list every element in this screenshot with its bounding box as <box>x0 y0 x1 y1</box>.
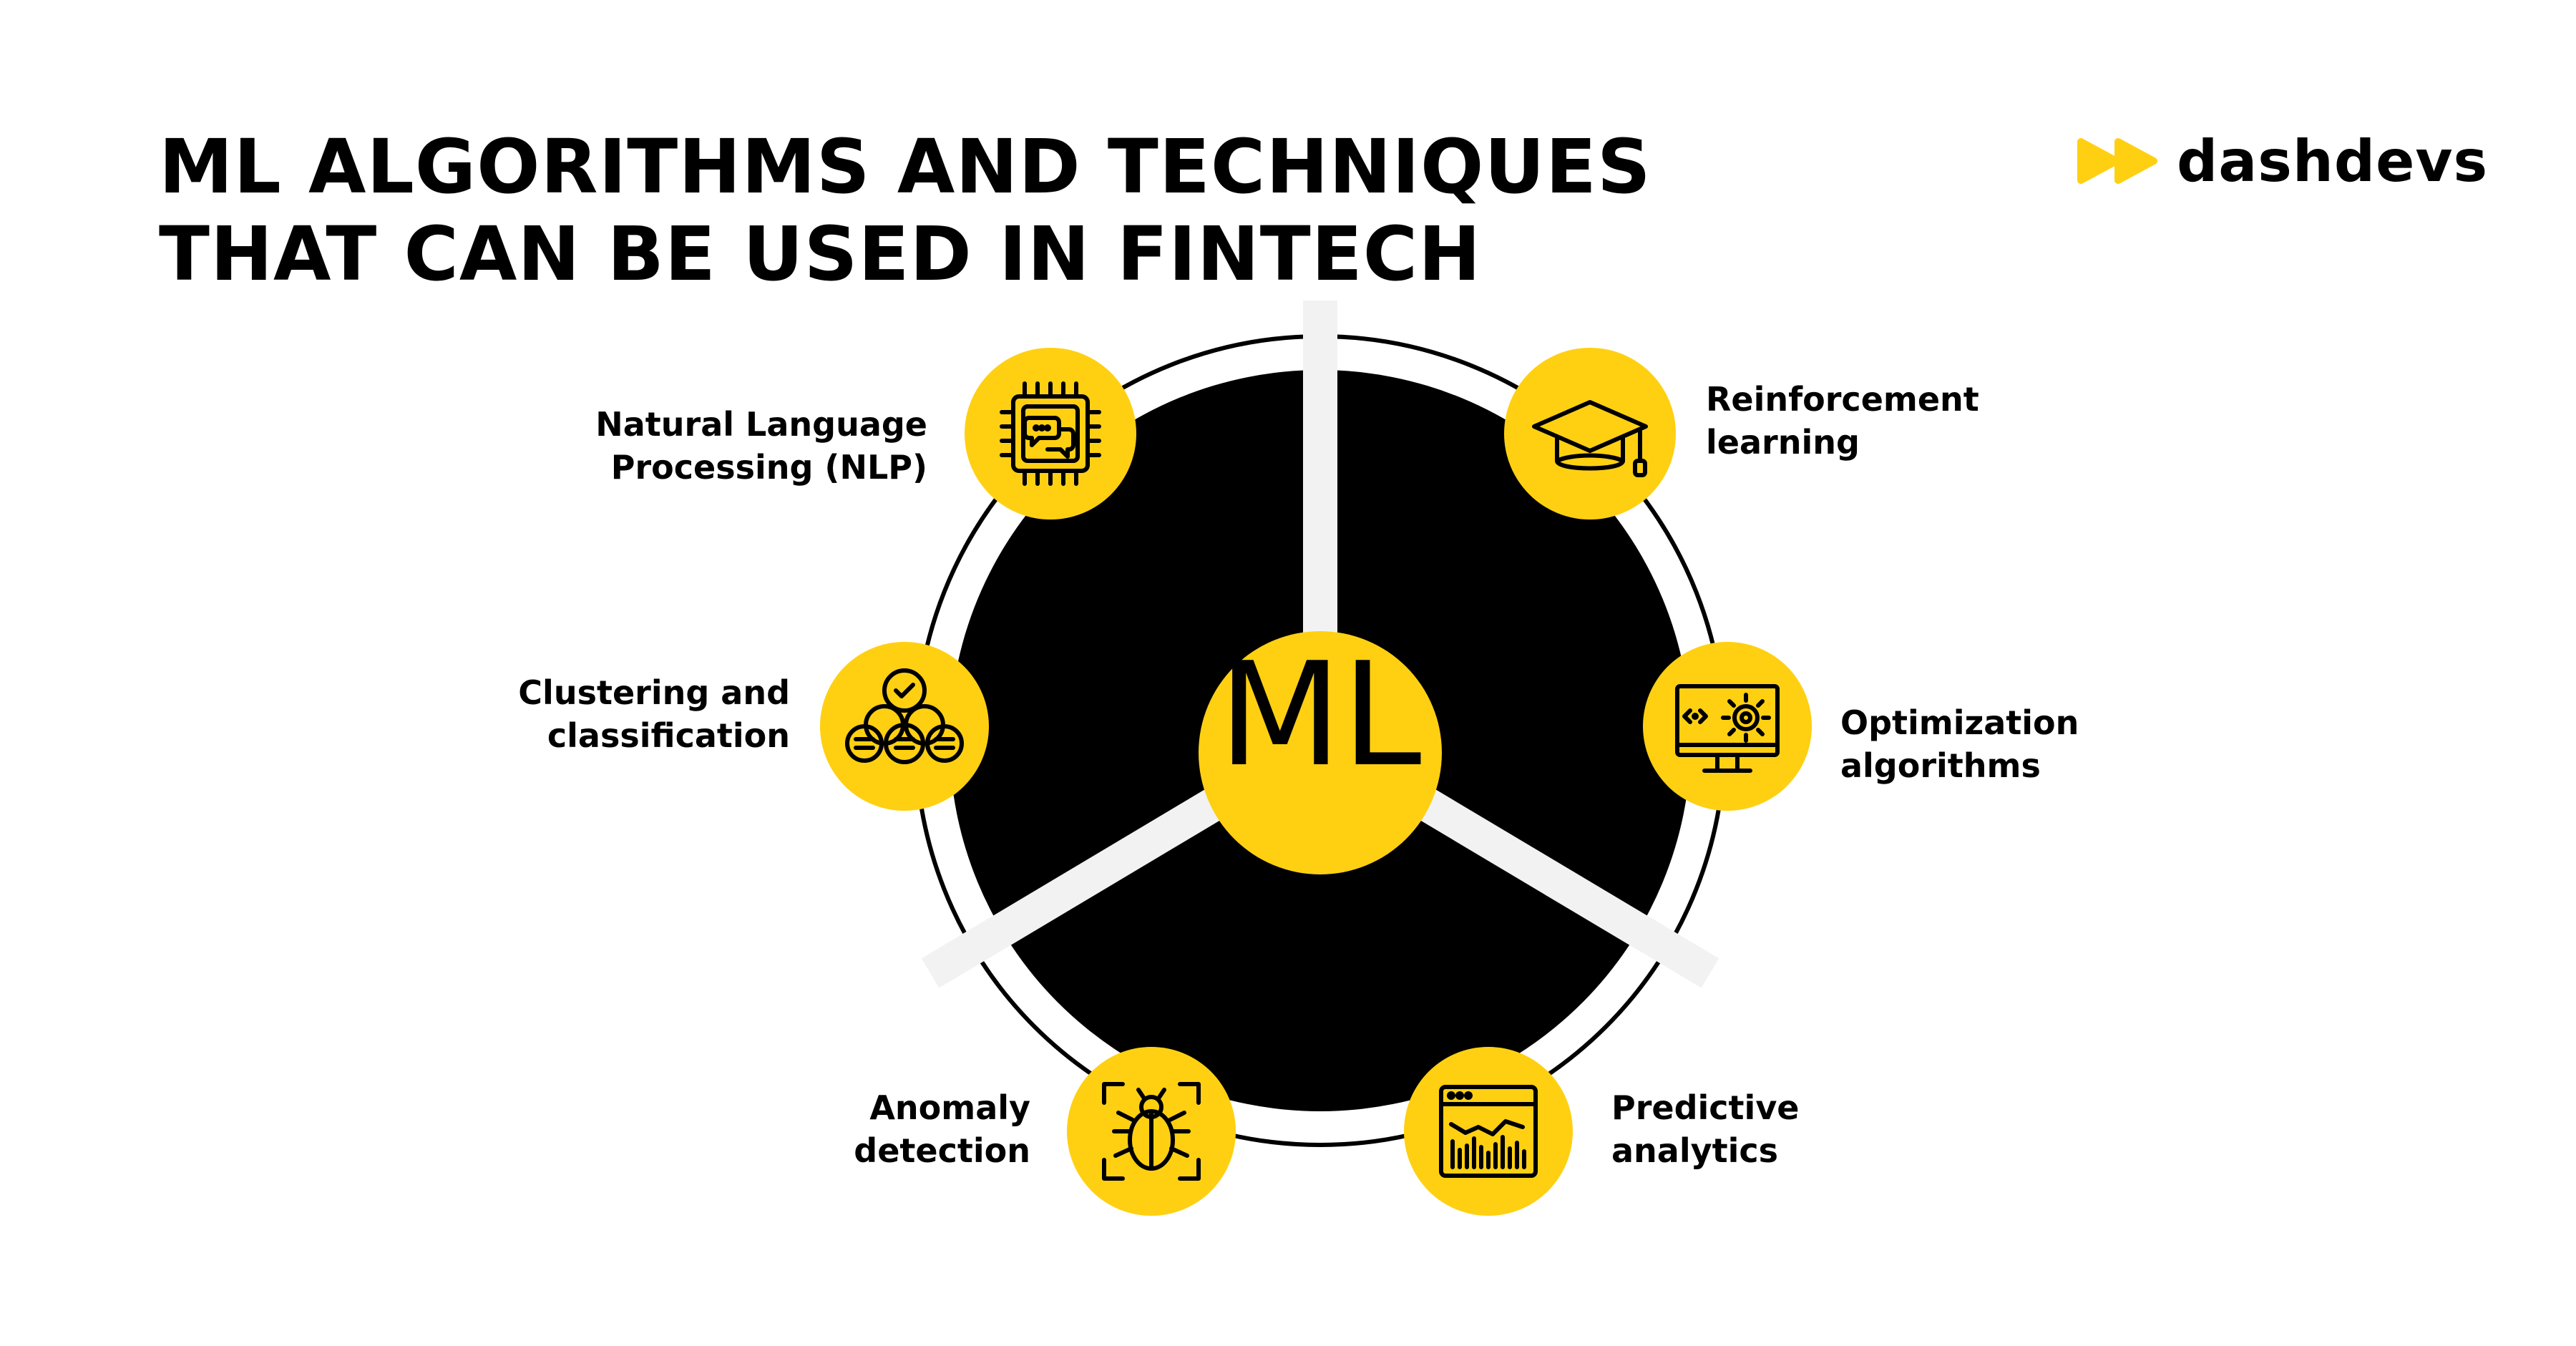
nlp-node <box>965 348 1136 520</box>
optimization-label: Optimization algorithms <box>1840 701 2079 787</box>
anomaly-node <box>1067 1047 1236 1216</box>
clusters-check-icon <box>845 668 964 764</box>
nlp-label-line-2: Processing (NLP) <box>610 448 927 487</box>
fast-forward-icon <box>2077 138 2157 184</box>
anomaly-label: Anomaly detection <box>854 1086 1030 1172</box>
predictive-label: Predictive analytics <box>1611 1086 1800 1172</box>
logo-wordmark: dashdevs <box>2177 127 2489 195</box>
title-line-1: ML ALGORITHMS AND TECHNIQUES <box>159 123 1652 210</box>
center-circle <box>1199 631 1442 874</box>
clustering-node <box>820 642 989 811</box>
anomaly-label-line-1: Anomaly <box>869 1088 1030 1127</box>
nlp-label-line-1: Natural Language <box>595 405 927 444</box>
reinforcement-node <box>1504 348 1676 520</box>
predictive-label-line-2: analytics <box>1611 1131 1778 1170</box>
bug-scan-icon <box>1102 1082 1201 1181</box>
chip-chat-icon <box>1000 381 1101 486</box>
dashdevs-logo[interactable]: dashdevs <box>2075 127 2489 195</box>
clustering-label: Clustering and classification <box>518 671 790 757</box>
optimization-node <box>1643 642 1812 811</box>
reinforcement-label-line-2: learning <box>1706 423 1860 462</box>
nlp-label: Natural Language Processing (NLP) <box>595 403 927 489</box>
title-line-2: THAT CAN BE USED IN FINTECH <box>159 210 1482 298</box>
page-title: ML ALGORITHMS AND TECHNIQUES THAT CAN BE… <box>159 123 1652 298</box>
anomaly-label-line-2: detection <box>854 1131 1030 1170</box>
reinforcement-label-line-1: Reinforcement <box>1706 380 1979 419</box>
reinforcement-label: Reinforcement learning <box>1706 378 1979 464</box>
optimization-label-line-2: algorithms <box>1840 746 2041 785</box>
predictive-label-line-1: Predictive <box>1611 1088 1800 1127</box>
clustering-label-line-1: Clustering and <box>518 673 790 712</box>
optimization-label-line-1: Optimization <box>1840 703 2079 742</box>
center-ml-label: ML <box>1218 632 1422 799</box>
graduation-cap-icon <box>1532 400 1648 477</box>
browser-chart-icon <box>1439 1085 1538 1178</box>
monitor-gear-icon <box>1675 684 1780 773</box>
clustering-label-line-2: classification <box>547 716 790 755</box>
predictive-node <box>1404 1047 1573 1216</box>
